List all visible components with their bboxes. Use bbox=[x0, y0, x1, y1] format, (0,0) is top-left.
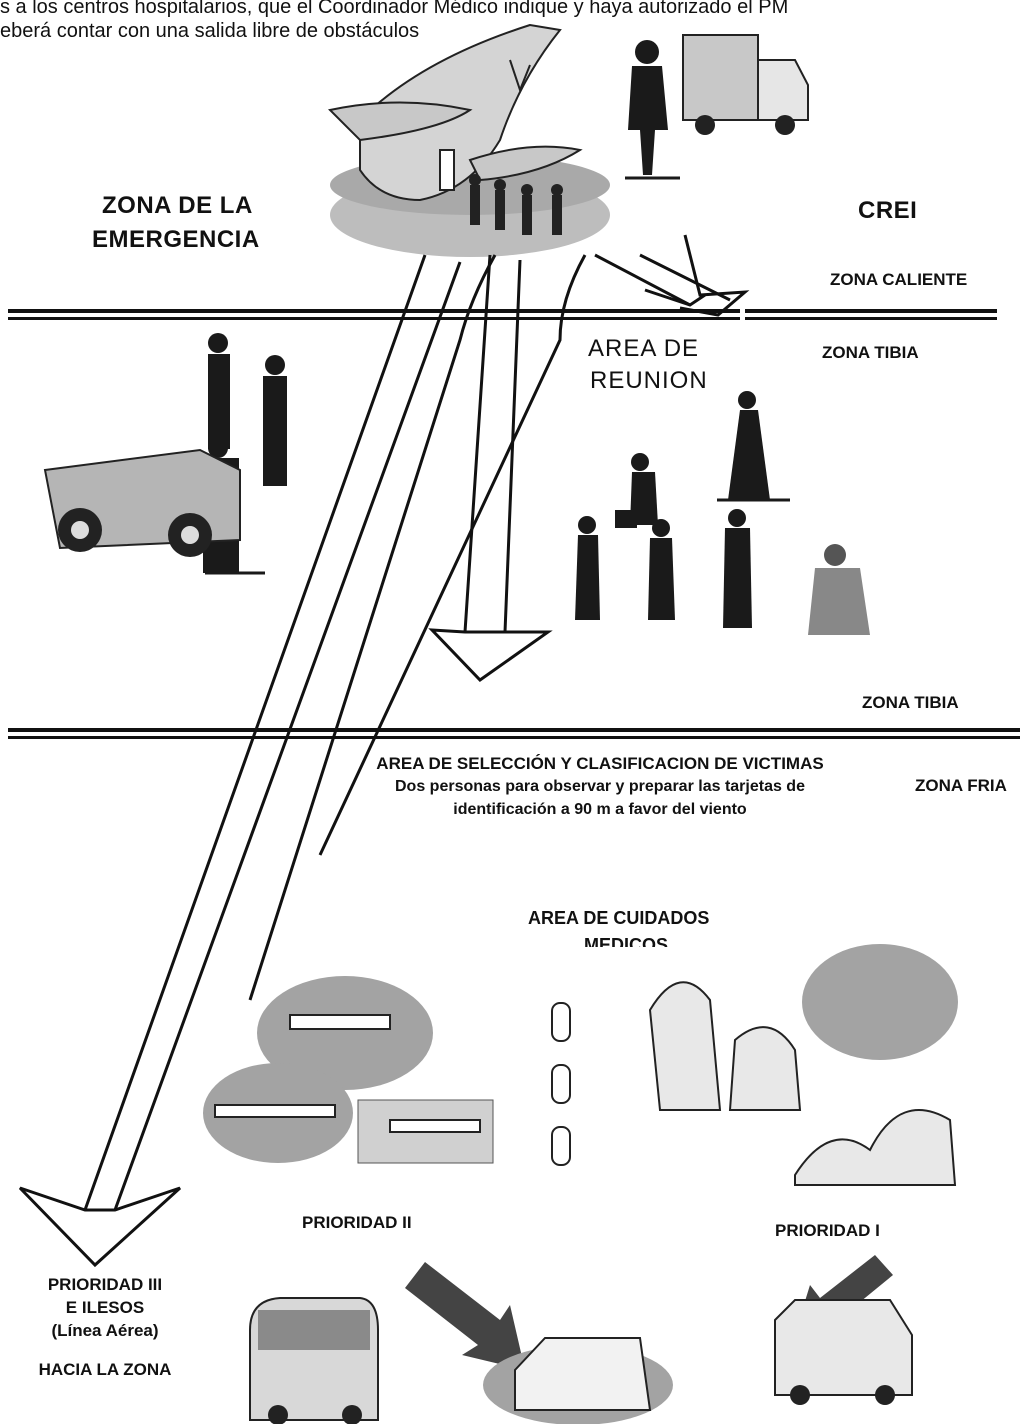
seleccion-desc-1: Dos personas para observar y preparar la… bbox=[395, 778, 805, 795]
crei-label: CREI bbox=[858, 197, 918, 219]
prioridad-iii-label-3: (Línea Aérea) bbox=[51, 1321, 159, 1340]
arrow-to-prioridad-iii bbox=[18, 254, 462, 1268]
zone-divider-bottom bbox=[8, 728, 1020, 739]
business-people-icon bbox=[575, 391, 870, 635]
area-seleccion-label: AREA DE SELECCIÓN Y CLASIFICACION DE VIC… bbox=[376, 754, 824, 773]
hacia-zona-label: HACIA LA ZONA bbox=[38, 1360, 172, 1379]
area-cuidados-label-1: AREA DE CUIDADOS bbox=[528, 908, 710, 928]
area-reunion-label-1: AREA DE bbox=[588, 335, 700, 362]
zona-emergencia-label-1: ZONA DE LA bbox=[102, 192, 253, 219]
arrow-to-tibia bbox=[428, 254, 553, 682]
ambulance-icon bbox=[483, 1299, 913, 1424]
area-reunion-label-2: REUNION bbox=[590, 367, 708, 389]
oxygen-cylinder-icon bbox=[551, 1002, 571, 1166]
zona-fria-label: ZONA FRIA bbox=[915, 776, 1007, 795]
prioridad-iii-label-1: PRIORIDAD III bbox=[47, 1275, 163, 1294]
zone-divider-top bbox=[8, 309, 997, 320]
zona-tibia-bottom-label: ZONA TIBIA bbox=[862, 693, 959, 712]
truck-icon bbox=[682, 34, 809, 135]
prioridad-iii-label-2: E ILESOS bbox=[65, 1298, 145, 1317]
seleccion-desc-2: identificación a 90 m a favor del viento bbox=[453, 801, 747, 818]
header-line-2: eberá contar con una salida libre de obs… bbox=[0, 20, 420, 42]
area-cuidados-label-2: MEDICOS bbox=[584, 935, 669, 947]
firefighter-icon bbox=[625, 40, 680, 180]
stretcher-team-icon bbox=[203, 976, 494, 1164]
zona-caliente-label: ZONA CALIENTE bbox=[830, 270, 968, 289]
prioridad-i-label: PRIORIDAD I bbox=[775, 1221, 880, 1240]
arrow-to-seleccion bbox=[248, 254, 587, 1001]
zona-tibia-top-label: ZONA TIBIA bbox=[822, 343, 919, 362]
arrow-prioridad-ii bbox=[405, 1262, 525, 1370]
bus-icon bbox=[249, 1297, 379, 1424]
header-line-1: s a los centros hospitalarios, que el Co… bbox=[0, 0, 789, 18]
passengers-icon bbox=[469, 174, 563, 235]
prioridad-ii-label: PRIORIDAD II bbox=[302, 1213, 412, 1232]
zona-emergencia-label-2: EMERGENCIA bbox=[92, 226, 260, 249]
doctors-icon bbox=[648, 944, 958, 1186]
arrow-to-reunion bbox=[594, 234, 750, 317]
pickup-truck-icon bbox=[43, 448, 241, 557]
